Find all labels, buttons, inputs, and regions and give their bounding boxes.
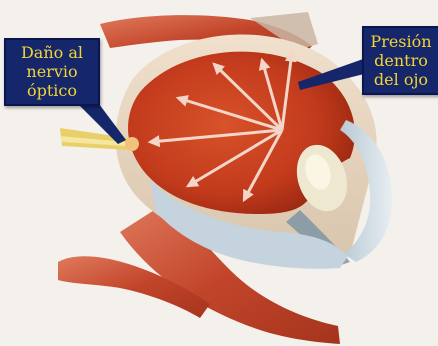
label-line: dentro [364, 51, 438, 70]
label-line: Presión [364, 32, 438, 51]
label-line: óptico [6, 81, 98, 100]
optic-nerve-damage-label: Daño al nervio óptico [4, 38, 100, 106]
optic-disc-damage [125, 137, 139, 151]
eye-pressure-label: Presión dentro del ojo [362, 26, 438, 95]
label-line: del ojo [364, 70, 438, 89]
label-line: nervio [6, 62, 98, 81]
label-line: Daño al [6, 43, 98, 62]
